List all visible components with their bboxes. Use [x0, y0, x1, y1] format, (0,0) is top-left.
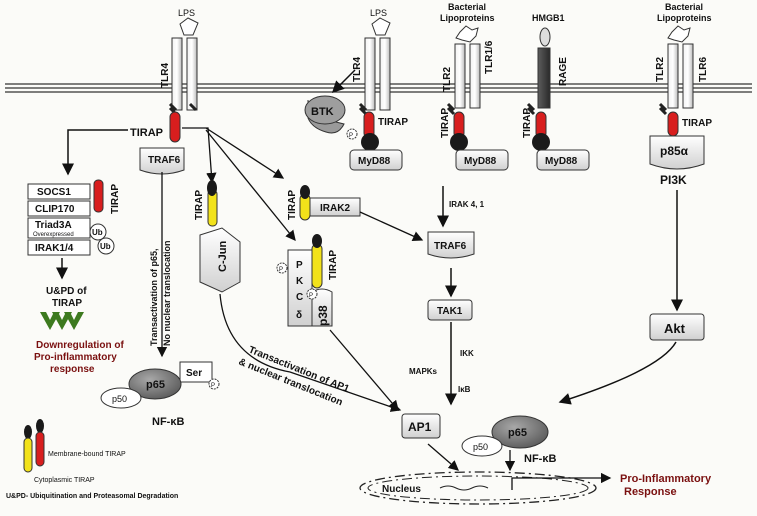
reg-overexpressed: Overexpressed — [33, 232, 74, 238]
phospho-pkc1: P — [279, 267, 283, 273]
legend-cytoplasmic: Cytoplasmic TIRAP — [34, 477, 95, 484]
legend-updef: U&PD- Ubiquitination and Proteasomal Deg… — [6, 493, 178, 500]
irak41-label: IRAK 4, 1 — [449, 200, 485, 209]
btk-label: BTK — [311, 106, 334, 118]
bact-lipo-2a: Bacterial — [665, 2, 703, 12]
cjun-node: TIRAP C-Jun — [194, 180, 402, 412]
tlr16-label: TLR1/6 — [484, 40, 495, 74]
traf6-hub: TRAF6 — [62, 127, 296, 358]
myd88-cascade: IRAK 4, 1 TRAF6 TAK1 IKK MAPKs IκB — [409, 186, 485, 406]
bact-lipo-2b: Lipoproteins — [657, 13, 712, 23]
tlr4-receptor-left: LPS TLR4 TIRAP — [130, 8, 199, 143]
bact-lipo-1a: Bacterial — [448, 2, 486, 12]
tirap-cjun: TIRAP — [194, 190, 205, 220]
tlr6-label: TLR6 — [698, 57, 709, 82]
akt-branch: Akt — [558, 190, 705, 405]
cjun-label: C-Jun — [217, 241, 229, 272]
output-1: Pro-Inflammatory — [620, 473, 712, 485]
tirap-socs: TIRAP — [110, 184, 121, 214]
hmgb1-label: HMGB1 — [532, 13, 565, 23]
ser-label: Ser — [186, 368, 202, 379]
myd88-1: MyD88 — [358, 156, 391, 167]
tlr2-label-b: TLR2 — [655, 57, 666, 82]
tirap-btk: TIRAP — [378, 117, 408, 128]
output-2: Response — [624, 486, 677, 498]
pkc-c: C — [296, 292, 303, 303]
rage-label: RAGE — [558, 57, 569, 86]
phospho-btk: P — [349, 133, 353, 139]
p65-left: p65 — [146, 379, 165, 391]
mapks-label: MAPKs — [409, 367, 438, 376]
tirap-label-main: TIRAP — [130, 127, 163, 139]
p38-label: p38 — [316, 305, 330, 326]
tlr4-label-right: TLR4 — [352, 57, 363, 82]
tlr4-receptor-btk: LPS TLR4 MyD88 TIRAP BTK P — [304, 8, 408, 171]
p85-label: p85α — [660, 144, 689, 158]
akt-label: Akt — [664, 321, 686, 336]
upd-2: TIRAP — [52, 298, 82, 309]
p50-left: p50 — [112, 394, 127, 404]
rage-receptor: HMGB1 RAGE TIRAP MyD88 — [522, 13, 590, 171]
legend: Membrane-bound TIRAP Cytoplasmic TIRAP U… — [6, 419, 178, 500]
tlr4-label-left: TLR4 — [160, 63, 171, 88]
bact-lipo-1b: Lipoproteins — [440, 13, 495, 23]
reg-irak14: IRAK1/4 — [35, 243, 74, 254]
ap1-label: AP1 — [408, 420, 432, 434]
downreg-3: response — [50, 364, 95, 375]
ub-1: Ub — [92, 228, 103, 237]
pkc-p: P — [296, 260, 303, 271]
ikb-label: IκB — [458, 385, 471, 394]
cell-membrane — [5, 83, 752, 93]
nfkb-left: Ser P p65 p50 NF-κB — [100, 361, 220, 428]
traf6-top: TRAF6 — [148, 155, 181, 166]
lps-label-right: LPS — [370, 8, 387, 18]
myd88-3: MyD88 — [545, 156, 578, 167]
legend-membrane: Membrane-bound TIRAP — [48, 451, 126, 458]
tak1-label: TAK1 — [437, 306, 463, 317]
transact-p65-1: Transactivation of p65, — [149, 248, 159, 346]
transact-p65-2: No nuclear translocation — [162, 240, 172, 346]
transact-ap1-text: Transactivation of AP1 & nuclear translo… — [237, 345, 351, 409]
reg-socs1: SOCS1 — [37, 187, 71, 198]
upd-1: U&PD of — [46, 286, 87, 297]
pkc-delta: δ — [296, 310, 302, 321]
negative-regulators: SOCS1 CLIP170 Triad3A Overexpressed IRAK… — [27, 179, 124, 375]
phospho-ser: P — [211, 383, 215, 389]
tirap-irak2: TIRAP — [287, 190, 298, 220]
tlr2-tlr16-receptor: Bacterial Lipoproteins TLR2 TLR1/6 TIRAP… — [440, 2, 509, 171]
degradation-chevrons — [40, 312, 84, 330]
transact-p65-text: Transactivation of p65, No nuclear trans… — [149, 240, 172, 346]
pi3k-label: PI3K — [660, 173, 687, 187]
tlr2-label-a: TLR2 — [442, 67, 453, 92]
tirap-rage: TIRAP — [522, 108, 533, 138]
nucleus-label: Nucleus — [382, 484, 421, 495]
nfkb-right-label: NF-κB — [524, 453, 556, 465]
pkc-k: K — [296, 276, 304, 287]
downreg-2: Pro-inflammatory — [34, 352, 117, 363]
nfkb-left-label: NF-κB — [152, 416, 184, 428]
irak2-node: TIRAP IRAK2 — [287, 185, 424, 241]
myd88-2: MyD88 — [464, 156, 497, 167]
pkc-p38-complex: P K C δ TIRAP p38 P P — [276, 234, 399, 411]
ikk-label: IKK — [460, 349, 474, 358]
lps-label-left: LPS — [178, 8, 195, 18]
ub-2: Ub — [100, 242, 111, 251]
tirap-pkc: TIRAP — [328, 250, 339, 280]
reg-clip170: CLIP170 — [35, 204, 75, 215]
downreg-1: Downregulation of — [36, 340, 124, 351]
p65-right: p65 — [508, 427, 527, 439]
reg-triad3a: Triad3A — [35, 220, 72, 231]
p50-right: p50 — [473, 442, 488, 452]
phospho-pkc2: P — [309, 293, 313, 299]
nucleus-region: AP1 p65 p50 NF-κB Nucleus Pro-Inflammato… — [359, 413, 712, 505]
tlr2-tlr6-receptor: Bacterial Lipoproteins TLR2 TLR6 TIRAP p… — [649, 2, 712, 187]
traf6-cascade: TRAF6 — [434, 241, 467, 252]
tirap-tlr2: TIRAP — [440, 108, 451, 138]
irak2-label: IRAK2 — [320, 203, 350, 214]
tirap-pi3k: TIRAP — [682, 118, 712, 129]
